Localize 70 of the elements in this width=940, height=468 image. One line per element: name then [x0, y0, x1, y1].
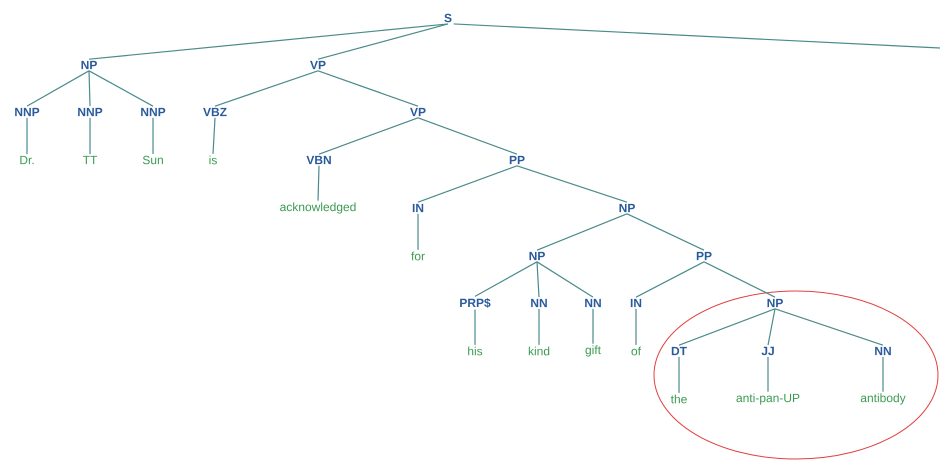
- tree-branch: [26, 70, 90, 107]
- tag-label: NN: [585, 298, 601, 308]
- tree-branch: [536, 261, 594, 298]
- word-label: Sun: [142, 156, 163, 164]
- tree-branch: [214, 70, 318, 107]
- tag-label: NP: [767, 298, 783, 308]
- tree-branch: [318, 23, 448, 60]
- word-label: Dr.: [20, 156, 34, 164]
- word-label: antibody: [860, 393, 906, 405]
- tag-label: NP: [619, 204, 635, 212]
- tag-label: NP: [529, 252, 545, 260]
- tree-branch: [474, 310, 476, 345]
- tree-branch: [767, 308, 776, 346]
- tree-branch: [26, 118, 28, 154]
- word-label: the: [670, 394, 687, 404]
- tag-label: DT: [672, 346, 687, 356]
- tree-branch: [88, 70, 154, 107]
- tag-label: NN: [531, 298, 547, 308]
- word-label: TT: [82, 156, 98, 164]
- tree-branch: [536, 213, 628, 251]
- tag-label: VP: [410, 108, 426, 116]
- tag-label: PP: [696, 252, 712, 260]
- tree-branch: [635, 308, 637, 345]
- tree-branch: [636, 261, 704, 298]
- tree-branch: [678, 308, 776, 346]
- word-label: acknowledged: [280, 202, 356, 214]
- word-label: anti-pan-UP: [736, 393, 800, 405]
- tree-branch: [317, 166, 320, 201]
- tree-branch: [538, 308, 540, 345]
- tree-branch: [474, 261, 538, 297]
- tree-branch: [89, 118, 91, 154]
- tree-branch: [678, 356, 680, 393]
- tree-branch: [418, 165, 518, 203]
- tree-branch: [536, 262, 540, 298]
- tree-branch: [318, 117, 418, 155]
- tag-label: JJ: [762, 346, 774, 356]
- tag-label: NN: [875, 346, 891, 356]
- tag-label: NP: [81, 60, 97, 70]
- word-label: of: [632, 346, 642, 356]
- tree-branch: [774, 308, 884, 346]
- tree-branch: [454, 23, 940, 49]
- tag-label: PRP$: [460, 298, 490, 308]
- word-label: gift: [586, 345, 601, 357]
- tag-label: IN: [412, 204, 424, 212]
- tree-branch: [418, 117, 518, 155]
- word-label: is: [209, 156, 217, 164]
- word-label: kind: [528, 346, 550, 356]
- word-label: for: [411, 252, 425, 260]
- tree-branch: [592, 308, 594, 344]
- tree-branch: [704, 261, 776, 298]
- tag-label: IN: [630, 298, 642, 308]
- tree-branch: [516, 165, 628, 203]
- tag-label: VBN: [306, 156, 331, 164]
- tag-label: NNP: [78, 108, 102, 116]
- tree-branch: [88, 23, 448, 60]
- tree-branch: [767, 356, 769, 392]
- tag-label: NNP: [141, 108, 166, 116]
- tree-branch: [417, 214, 419, 250]
- tag-label: NNP: [15, 108, 40, 116]
- tree-branch: [626, 213, 704, 251]
- tree-branch: [882, 356, 884, 392]
- tag-label: VBZ: [203, 108, 227, 116]
- tree-branch: [88, 70, 91, 106]
- tag-label: S: [444, 14, 452, 22]
- tag-label: PP: [510, 156, 525, 164]
- tag-label: VP: [310, 60, 326, 70]
- tree-branch: [212, 118, 216, 154]
- tree-branch: [152, 118, 154, 154]
- word-label: his: [468, 346, 482, 356]
- tree-branch: [318, 70, 418, 107]
